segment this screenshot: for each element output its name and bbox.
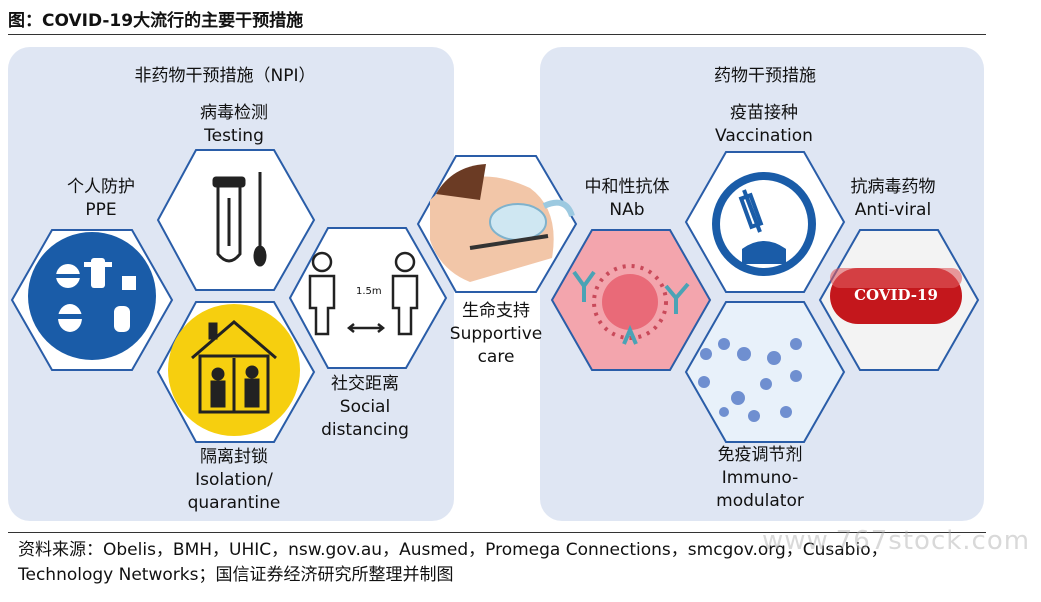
testing-label-zh: 病毒检测 [200,103,268,123]
supportive-label-zh: 生命支持 [461,301,530,321]
immuno-label-zh: 免疫调节剂 [717,445,803,465]
isolation-label: 隔离封锁 Isolation/quarantine [188,446,281,515]
immuno-label-en1: Immuno- [721,468,799,488]
figure-title: 图：COVID-19大流行的主要干预措施 [8,11,304,31]
antiviral-label: 抗病毒药物 Anti-viral [851,176,936,222]
immunomodulator-hexagon [684,301,846,443]
nab-label-en: NAb [609,200,645,220]
social-distancing-hexagon [288,227,448,369]
immuno-label-en2: modulator [716,491,804,511]
antiviral-label-en: Anti-viral [854,200,932,220]
ventilator-patient-icon [430,164,575,282]
house-icon [191,320,277,414]
testing-hexagon [156,149,316,291]
social-label-zh: 社交距离 [331,374,399,394]
npi-panel-title: 非药物干预措施（NPI） [134,66,316,86]
nab-label: 中和性抗体 NAb [585,176,670,222]
supportive-label: 生命支持 Supportive care [450,300,542,369]
social-label: 社交距离 Social distancing [321,373,409,442]
source-note: 资料来源：Obelis，BMH，UHIC，nsw.gov.au，Ausmed，P… [18,540,888,585]
antiviral-hexagon [818,229,980,371]
people-icon [308,251,419,336]
vaccination-label: 疫苗接种 Vaccination [715,102,813,148]
distance-label: 1.5m [356,286,382,297]
testing-label-en: Testing [204,126,264,146]
top-rule [8,34,986,35]
ppe-label-en: PPE [85,200,117,220]
vaccination-hexagon [684,151,846,293]
pill-text: COVID-19 [854,286,938,304]
ppe-label-zh: 个人防护 [67,177,135,197]
cytokine-icon [698,338,802,422]
supportive-label-en2: care [477,347,515,367]
social-label-en1: Social [339,397,391,417]
virus-icon [572,264,690,345]
vaccination-label-zh: 疫苗接种 [730,103,798,123]
immuno-label: 免疫调节剂 Immuno-modulator [716,444,804,513]
social-label-en2: distancing [321,420,409,440]
pharma-panel-title: 药物干预措施 [714,66,816,86]
isolation-hexagon [156,301,316,443]
supportive-care-hexagon [416,155,578,293]
isolation-label-en1: Isolation/ [195,470,273,490]
nab-hexagon [550,229,712,371]
bottom-rule [8,532,986,533]
test-tube-icon [212,172,267,267]
ppe-hexagon [10,229,174,371]
isolation-label-zh: 隔离封锁 [199,447,268,467]
antiviral-label-zh: 抗病毒药物 [850,177,936,197]
watermark: www.767stock.com [762,526,1031,556]
nab-label-zh: 中和性抗体 [584,177,670,197]
pill-icon [830,268,962,324]
supportive-label-en1: Supportive [449,324,543,344]
isolation-label-en2: quarantine [187,493,281,513]
ppe-label: 个人防护 PPE [67,176,135,222]
testing-label: 病毒检测 Testing [200,102,268,148]
vaccination-label-en: Vaccination [715,126,813,146]
ppe-icon [56,258,136,332]
syringe-icon [738,189,786,264]
